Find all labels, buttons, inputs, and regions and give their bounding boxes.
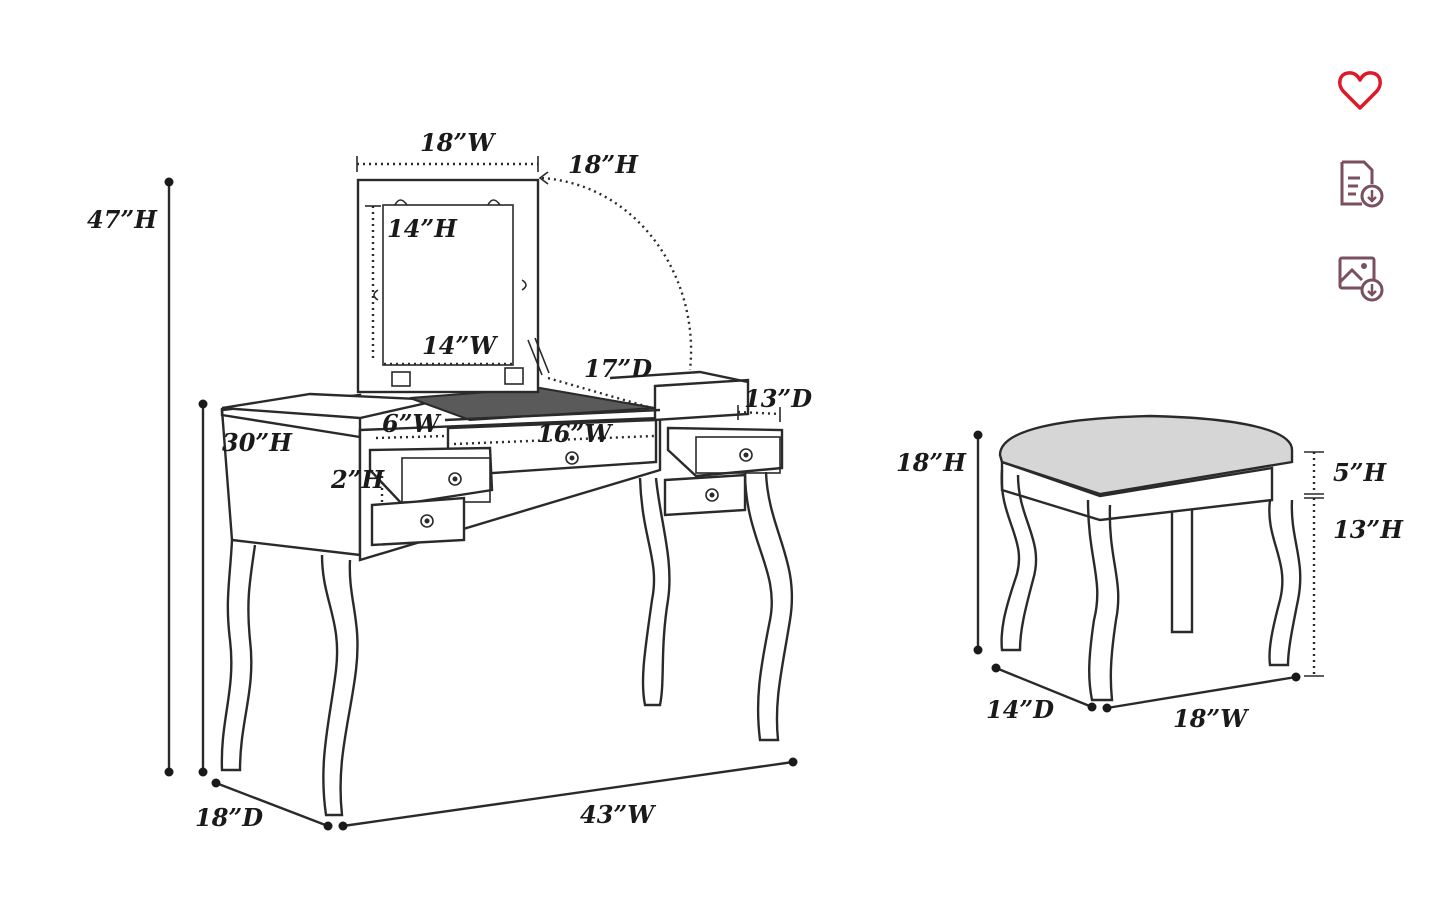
- vanity-side-depth-label: 13”D: [744, 384, 812, 413]
- favorite-button[interactable]: [1330, 60, 1390, 120]
- heart-icon: [1338, 71, 1382, 110]
- download-spec-button[interactable]: [1330, 154, 1390, 214]
- vanity-width-label: 43”W: [580, 800, 656, 829]
- vanity-center-drawer-width-label: 16”W: [537, 419, 613, 448]
- stool-width-label: 18”W: [1173, 704, 1249, 733]
- vanity-depth-label: 18”D: [195, 803, 263, 832]
- side-action-bar: [1330, 60, 1394, 342]
- stool-drawing: [998, 414, 1302, 702]
- vanity-glass-height-label: 14”H: [387, 214, 458, 243]
- vanity-drawing: [220, 178, 794, 817]
- vanity-drawer-height-label: 2”H: [330, 465, 386, 494]
- download-image-button[interactable]: [1330, 248, 1390, 308]
- stool-depth-label: 14”D: [986, 695, 1054, 724]
- vanity-total-height-label: 47”H: [87, 205, 158, 234]
- stool-dimension-lines: [973, 430, 1324, 713]
- vanity-dimension-lines: [164, 156, 798, 831]
- vanity-tray-depth-label: 17”D: [584, 354, 652, 383]
- vanity-table-height-label: 30”H: [222, 428, 293, 457]
- vanity-small-drawer-width-label: 6”W: [382, 409, 442, 438]
- document-download-icon: [1340, 160, 1384, 208]
- vanity-glass-width-label: 14”W: [422, 331, 498, 360]
- stool-cushion-height-label: 5”H: [1333, 458, 1388, 487]
- image-download-icon: [1338, 256, 1384, 302]
- stool-height-label: 18”H: [896, 448, 967, 477]
- stool-leg-height-label: 13”H: [1333, 515, 1404, 544]
- vanity-mirror-width-label: 18”W: [420, 128, 496, 157]
- vanity-mirror-height-label: 18”H: [568, 150, 639, 179]
